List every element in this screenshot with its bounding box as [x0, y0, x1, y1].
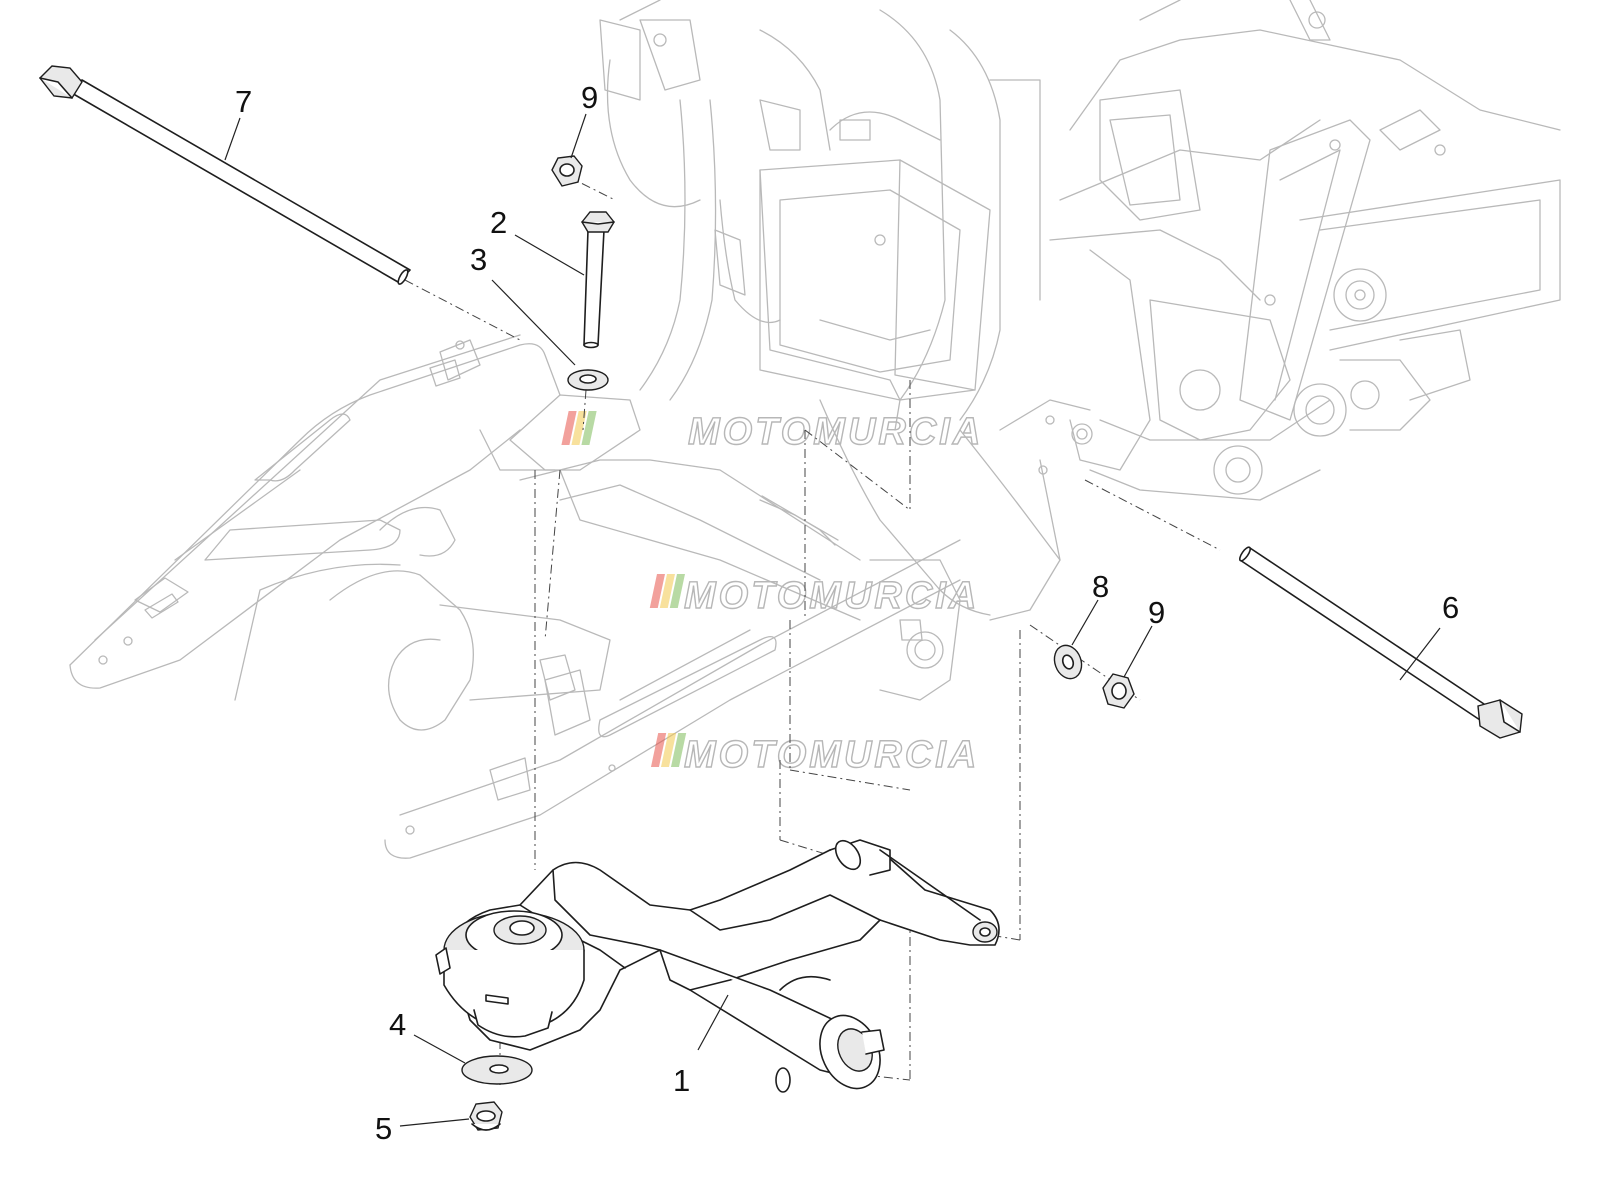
- callout-8: 8: [1092, 569, 1109, 604]
- watermark-3: MOTOMURCIA: [650, 733, 979, 777]
- nut-top: [551, 155, 583, 187]
- nut-right: [1102, 673, 1135, 709]
- callout-6: 6: [1442, 590, 1459, 625]
- watermark-text-1: MOTOMURCIA: [688, 411, 983, 453]
- callout-2: 2: [490, 205, 507, 240]
- washer-top: [567, 369, 609, 391]
- callout-1: 1: [673, 1063, 690, 1098]
- callout-9-right: 9: [1148, 595, 1165, 630]
- callout-7: 7: [235, 84, 252, 119]
- callouts: 1 2 3 4 5 6 7 8 9 9: [224, 80, 1459, 1146]
- washer-bottom: [461, 1055, 533, 1085]
- scooter-frame: [69, 0, 1561, 859]
- assembly-lines: [404, 174, 1221, 1085]
- nut-bottom: [469, 1101, 503, 1131]
- callout-3: 3: [470, 242, 487, 277]
- watermark-1: MOTOMURCIA: [561, 410, 983, 454]
- watermark-text-3: MOTOMURCIA: [684, 734, 979, 776]
- watermark-text-2: MOTOMURCIA: [684, 575, 979, 617]
- long-bolt-left: [39, 65, 411, 285]
- callout-5: 5: [375, 1111, 392, 1146]
- callout-4: 4: [389, 1007, 406, 1042]
- callout-9-top: 9: [581, 80, 598, 115]
- swing-arm: [435, 839, 1000, 1093]
- short-bolt: [581, 211, 615, 349]
- long-bolt-right: [1238, 546, 1523, 739]
- washer-right: [1053, 644, 1083, 680]
- watermark-2: MOTOMURCIA: [649, 574, 979, 618]
